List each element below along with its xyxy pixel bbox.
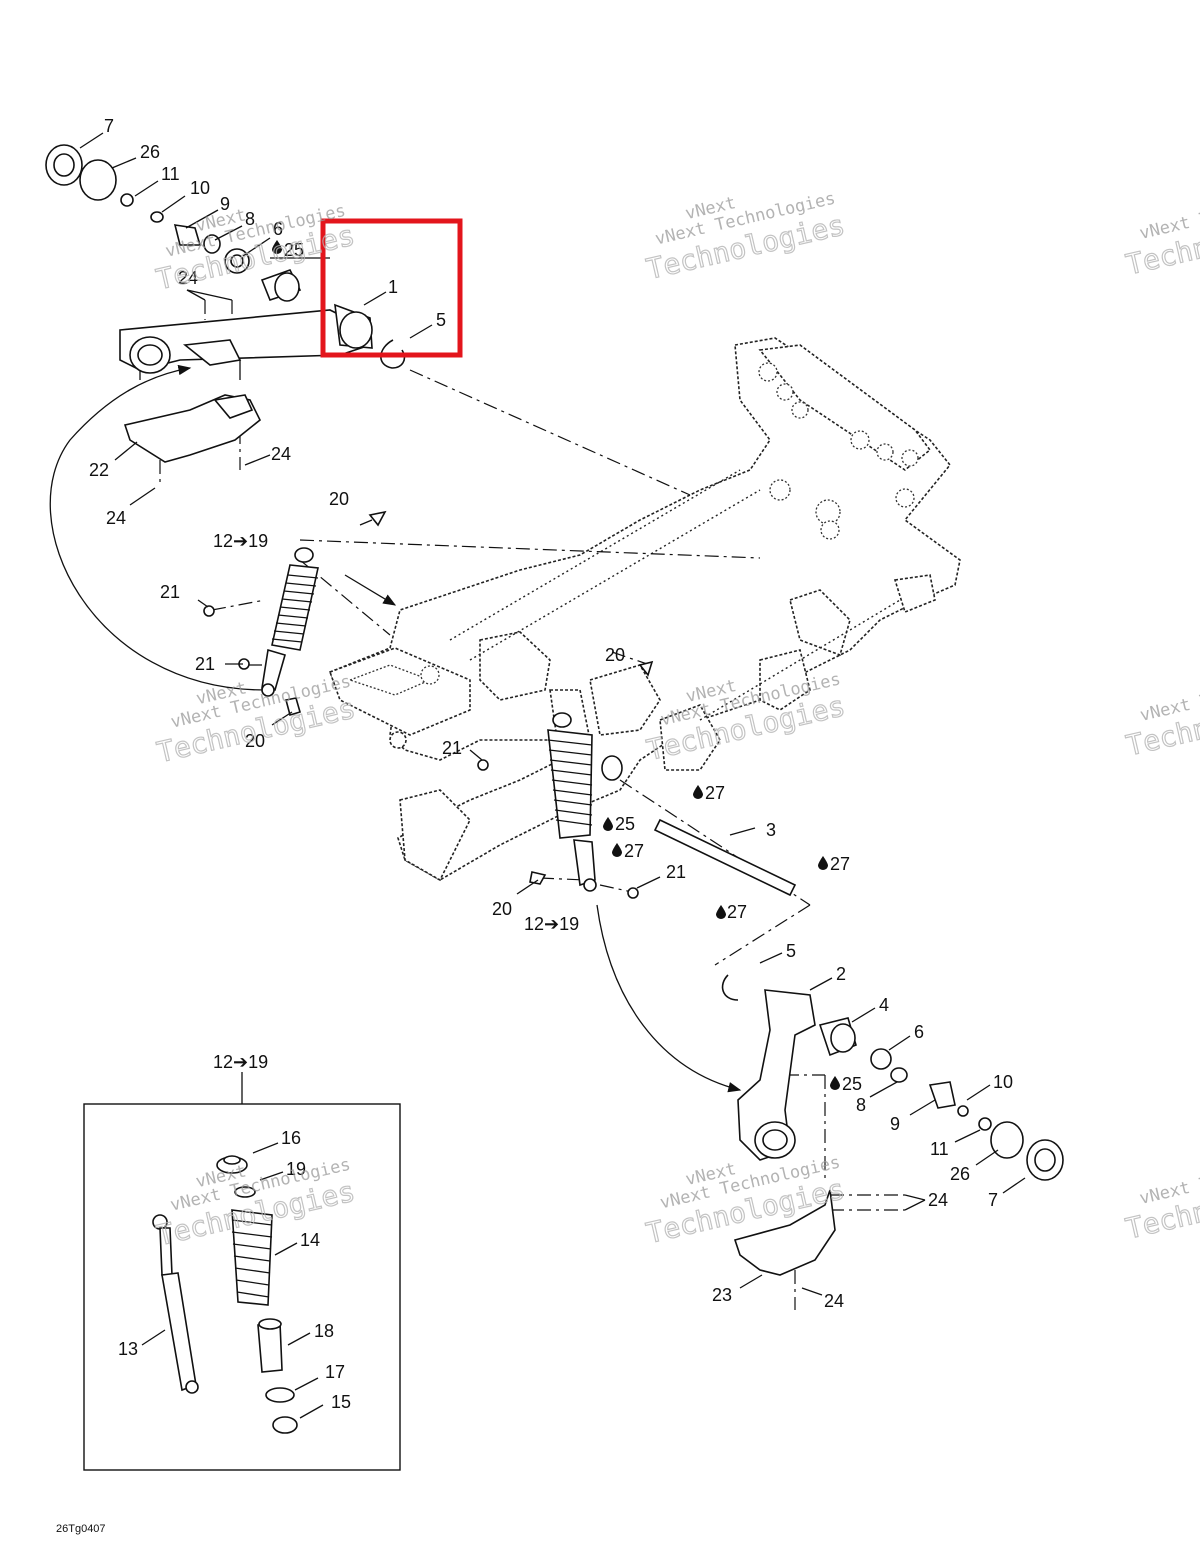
callout-24: 24 [928, 1190, 948, 1210]
callout-21: 21 [195, 654, 215, 674]
callout-20: 20 [245, 731, 265, 751]
callout-25: 25 [842, 1074, 862, 1094]
callout-20: 20 [605, 645, 625, 665]
assembly-centerlines [159, 300, 905, 1310]
callout-7: 7 [988, 1190, 998, 1210]
callout-22: 22 [89, 460, 109, 480]
pivot-tube-1 [334, 303, 373, 349]
swing-arm-left [119, 309, 372, 380]
callout-4: 4 [879, 995, 889, 1015]
callouts: 7 26 11 10 9 8 6 25 1 5 24 22 24 24 20 1… [89, 116, 1013, 1412]
skid-plate-23 [733, 1189, 836, 1276]
callout-26: 26 [950, 1164, 970, 1184]
grease-drop-icon [603, 817, 613, 831]
grease-drop-icon [830, 1076, 840, 1090]
grease-drop-icon [716, 905, 726, 919]
callout-27: 27 [727, 902, 747, 922]
callout-16: 16 [281, 1128, 301, 1148]
callout-24: 24 [178, 268, 198, 288]
callout-3: 3 [766, 820, 776, 840]
callout-19: 19 [286, 1159, 306, 1179]
callout-12-19: 12➔19 [213, 531, 268, 551]
vehicle-frame [328, 337, 961, 882]
callout-25: 25 [615, 814, 635, 834]
callout-12-19: 12➔19 [524, 914, 579, 934]
callout-27: 27 [705, 783, 725, 803]
callout-12-19: 12➔19 [213, 1052, 268, 1072]
callout-5: 5 [786, 941, 796, 961]
callout-10: 10 [190, 178, 210, 198]
callout-11: 11 [161, 164, 180, 184]
callout-24: 24 [824, 1291, 844, 1311]
callout-11: 11 [930, 1139, 949, 1159]
grease-drop-icon [612, 843, 622, 857]
highlight-box [320, 218, 463, 358]
skid-plate-22 [123, 394, 262, 463]
callout-8: 8 [856, 1095, 866, 1115]
swing-arm-right [721, 974, 1064, 1181]
callout-10: 10 [993, 1072, 1013, 1092]
callout-27: 27 [624, 841, 644, 861]
grease-drop-icon [818, 856, 828, 870]
callout-23: 23 [712, 1285, 732, 1305]
shock-absorber-right [477, 660, 654, 899]
axle-shaft-3 [601, 755, 797, 897]
callout-20: 20 [492, 899, 512, 919]
callout-21: 21 [160, 582, 180, 602]
callout-14: 14 [300, 1230, 320, 1250]
shock-detail-inset [83, 1072, 401, 1471]
callout-21: 21 [442, 738, 462, 758]
callout-8: 8 [245, 209, 255, 229]
callout-leaders [79, 132, 1026, 1419]
shock-absorber-left [203, 510, 387, 717]
callout-6: 6 [914, 1022, 924, 1042]
callout-6: 6 [273, 219, 283, 239]
callout-21: 21 [666, 862, 686, 882]
drawing-code: 26Tg0407 [56, 1523, 106, 1535]
callout-18: 18 [314, 1321, 334, 1341]
callout-24: 24 [106, 508, 126, 528]
callout-17: 17 [325, 1362, 345, 1382]
callout-26: 26 [140, 142, 160, 162]
callout-13: 13 [118, 1339, 138, 1359]
callout-9: 9 [220, 194, 230, 214]
callout-15: 15 [331, 1392, 351, 1412]
reference-arrows [49, 364, 742, 1093]
callout-5: 5 [436, 310, 446, 330]
callout-25: 25 [284, 240, 304, 260]
grease-drop-icon [693, 785, 703, 799]
callout-24: 24 [271, 444, 291, 464]
callout-1: 1 [388, 277, 398, 297]
callout-9: 9 [890, 1114, 900, 1134]
callout-7: 7 [104, 116, 114, 136]
callout-27: 27 [830, 854, 850, 874]
callout-20: 20 [329, 489, 349, 509]
callout-2: 2 [836, 964, 846, 984]
